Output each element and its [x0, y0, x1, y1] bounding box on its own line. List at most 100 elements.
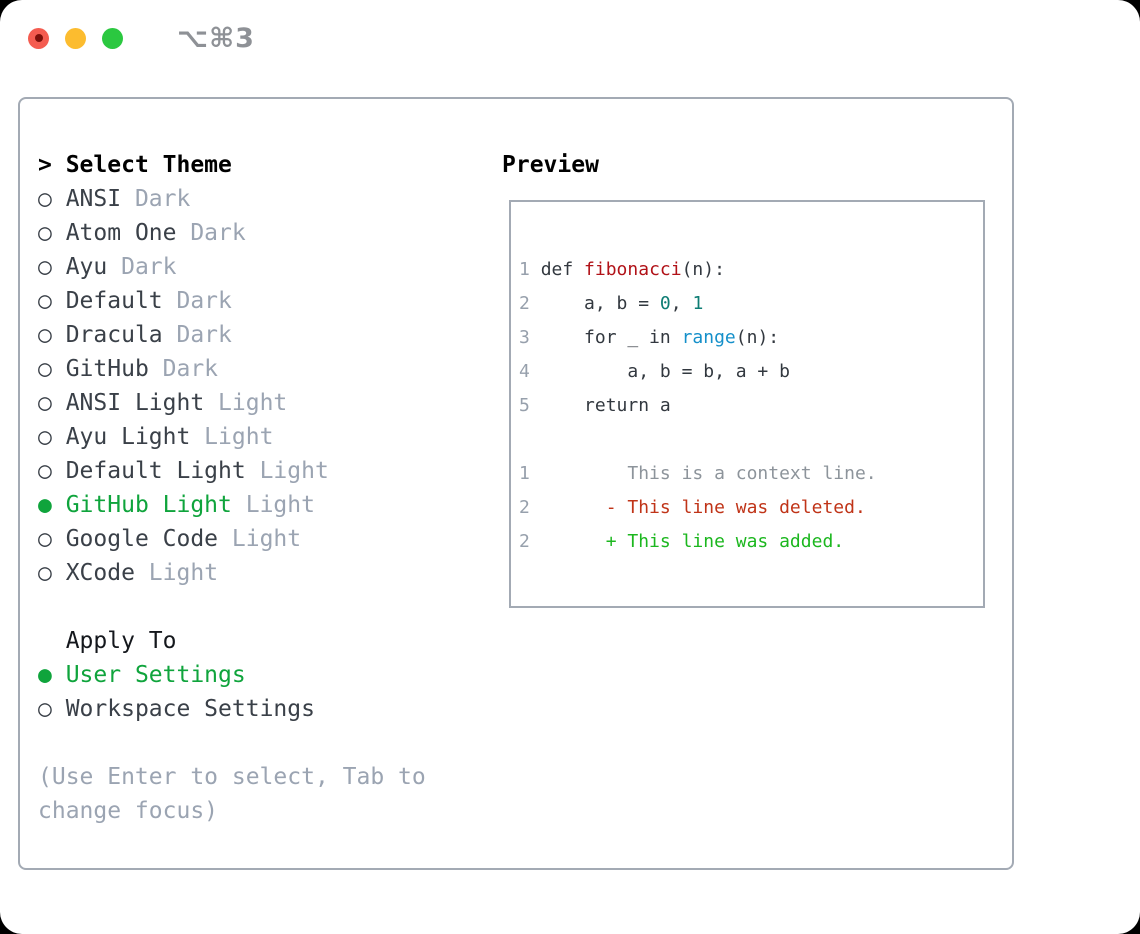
theme-option-google-code[interactable]: ○ Google Code Light [38, 522, 426, 556]
radio-selected-icon: ● [38, 492, 66, 518]
select-theme-header: > Select Theme [38, 148, 426, 182]
theme-option-default[interactable]: ○ Default Dark [38, 284, 426, 318]
theme-variant: Light [134, 560, 219, 586]
code-line [519, 423, 877, 457]
line-number: 2 [519, 497, 541, 518]
line-number: 4 [519, 361, 541, 382]
theme-name: Atom One [65, 220, 177, 246]
theme-option-github-light[interactable]: ● GitHub Light Light [38, 488, 426, 522]
code-segment: (n): [681, 259, 725, 280]
code-segment: for _ in [540, 327, 682, 348]
radio-icon: ○ [38, 526, 66, 552]
line-number: 1 [519, 259, 541, 280]
radio-icon: ○ [38, 220, 66, 246]
apply-to-header: Apply To [38, 624, 426, 658]
theme-name: ANSI Light [65, 390, 205, 416]
apply-option-user-settings[interactable]: ● User Settings [38, 658, 426, 692]
radio-icon: ○ [38, 254, 66, 280]
theme-variant: Light [218, 526, 302, 552]
theme-option-default-light[interactable]: ○ Default Light Light [38, 454, 426, 488]
theme-variant: Dark [162, 322, 232, 348]
theme-option-ansi[interactable]: ○ ANSI Dark [38, 182, 426, 216]
theme-variant: Light [245, 458, 329, 484]
theme-name: Ayu [65, 254, 108, 280]
apply-to-label: Apply To [38, 628, 177, 654]
keyboard-hint-text: change focus) [38, 798, 219, 824]
theme-variant: Dark [162, 288, 232, 314]
code-segment: def [540, 259, 585, 280]
preview-title: Preview [502, 152, 599, 178]
code-segment: + This line was added. [540, 531, 845, 552]
radio-icon: ○ [38, 424, 66, 450]
keyboard-hint: (Use Enter to select, Tab to [38, 760, 426, 794]
theme-menu: > Select Theme○ ANSI Dark○ Atom One Dark… [38, 148, 426, 828]
line-number: 5 [519, 395, 541, 416]
theme-variant: Light [231, 492, 315, 518]
code-line: 5 return a [519, 389, 877, 423]
theme-variant: Dark [107, 254, 177, 280]
theme-variant: Light [204, 390, 288, 416]
radio-icon: ○ [38, 560, 66, 586]
zoom-button[interactable] [102, 27, 123, 49]
code-segment: (n): [735, 327, 780, 348]
code-segment: a, b = b, a + b [540, 361, 790, 382]
radio-icon: ○ [38, 458, 66, 484]
code-segment: 0 [659, 293, 671, 314]
theme-name: XCode [65, 560, 135, 586]
code-segment: fibonacci [584, 259, 682, 280]
theme-name: Default [65, 288, 163, 314]
radio-icon: ○ [38, 696, 66, 722]
theme-option-dracula[interactable]: ○ Dracula Dark [38, 318, 426, 352]
theme-variant: Light [190, 424, 274, 450]
theme-option-ansi-light[interactable]: ○ ANSI Light Light [38, 386, 426, 420]
unsaved-indicator-dot [34, 34, 43, 42]
code-line: 1 def fibonacci(n): [519, 253, 877, 287]
code-line: 1 This is a context line. [519, 457, 877, 491]
line-number: 1 [519, 463, 541, 484]
theme-name: Dracula [65, 322, 163, 348]
keyboard-hint: change focus) [38, 794, 426, 828]
theme-option-ayu[interactable]: ○ Ayu Dark [38, 250, 426, 284]
keyboard-hint-text: (Use Enter to select, Tab to [38, 764, 426, 790]
theme-name: GitHub [65, 356, 149, 382]
titlebar: ⌥⌘3 [28, 23, 255, 54]
theme-option-xcode[interactable]: ○ XCode Light [38, 556, 426, 590]
radio-icon: ○ [38, 356, 66, 382]
theme-option-atom-one[interactable]: ○ Atom One Dark [38, 216, 426, 250]
spacer-line [38, 726, 426, 760]
close-button[interactable] [28, 27, 49, 49]
code-segment: range [681, 327, 736, 348]
code-line: 4 a, b = b, a + b [519, 355, 877, 389]
window-title: ⌥⌘3 [177, 22, 255, 54]
line-number: 3 [519, 327, 541, 348]
theme-name: Ayu Light [65, 424, 191, 450]
apply-option-workspace-settings[interactable]: ○ Workspace Settings [38, 692, 426, 726]
select-theme-label: Select Theme [65, 152, 232, 178]
radio-selected-icon: ● [38, 662, 66, 688]
code-segment: return a [540, 395, 671, 416]
theme-variant: Dark [148, 356, 219, 382]
minimize-button[interactable] [65, 27, 86, 49]
spacer-line [38, 590, 426, 624]
theme-option-ayu-light[interactable]: ○ Ayu Light Light [38, 420, 426, 454]
code-segment: - This line was deleted. [540, 497, 866, 518]
code-segment: , [670, 293, 693, 314]
radio-icon: ○ [38, 288, 66, 314]
theme-name: ANSI [65, 186, 122, 212]
theme-picker-panel: > Select Theme○ ANSI Dark○ Atom One Dark… [18, 97, 1014, 870]
code-line: 3 for _ in range(n): [519, 321, 877, 355]
code-line: 2 a, b = 0, 1 [519, 287, 877, 321]
theme-name: Google Code [65, 526, 219, 552]
focus-caret-icon: > [38, 152, 66, 178]
theme-option-github[interactable]: ○ GitHub Dark [38, 352, 426, 386]
code-line: 2 - This line was deleted. [519, 491, 877, 525]
line-number: 2 [519, 293, 541, 314]
line-number [519, 429, 541, 450]
theme-name: Default Light [65, 458, 246, 484]
theme-variant: Dark [176, 220, 246, 246]
radio-icon: ○ [38, 186, 66, 212]
traffic-lights [28, 27, 139, 49]
apply-option-label: User Settings [65, 662, 246, 688]
